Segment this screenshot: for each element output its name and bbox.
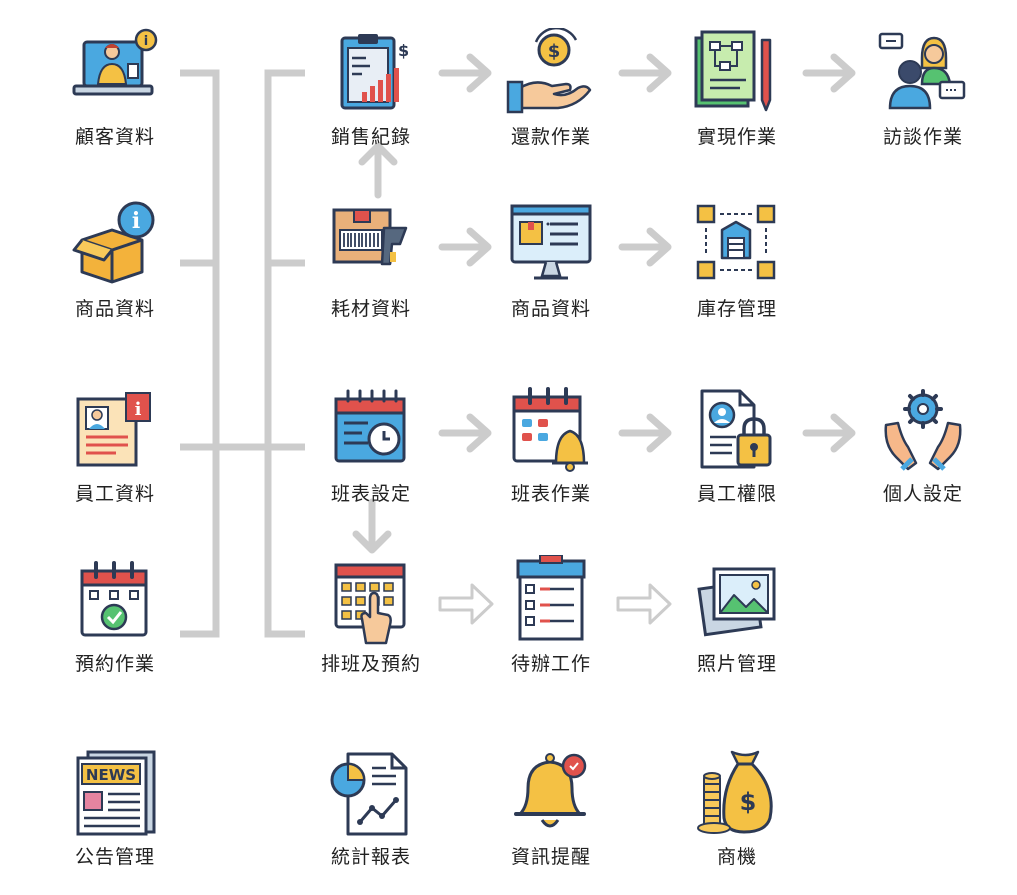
svg-text:NEWS: NEWS [86, 766, 136, 784]
svg-text:$: $ [398, 41, 409, 60]
node-interview[interactable]: 訪談作業 [858, 28, 988, 149]
todo-list-icon [516, 555, 586, 641]
svg-text:$: $ [548, 41, 561, 62]
monitor-product-icon [510, 204, 592, 280]
node-label: 庫存管理 [696, 298, 777, 320]
svg-text:i: i [144, 34, 148, 49]
interview-people-chat-icon [878, 32, 966, 110]
arrow-permission-personal [802, 413, 856, 453]
hands-gear-icon [884, 389, 962, 471]
right-bracket [264, 69, 305, 638]
arrow-realize-interview [802, 53, 856, 93]
arrow-supplies-sales [358, 142, 398, 199]
node-label: 排班及預約 [320, 653, 421, 675]
node-label: 班表作業 [510, 483, 591, 505]
arrow-refund-realize [618, 53, 672, 93]
calendar-touch-icon [334, 563, 406, 645]
node-supplies[interactable]: 耗材資料 [306, 200, 436, 321]
node-label: 照片管理 [696, 653, 777, 675]
svg-text:$: $ [740, 788, 757, 816]
node-todo[interactable]: 待辦工作 [486, 555, 616, 676]
node-sales[interactable]: $ 銷售紀錄 [306, 28, 436, 149]
bell-notification-icon [514, 753, 587, 828]
arrow-scheduling-todo [438, 583, 494, 625]
arrow-supplies-product [438, 227, 492, 267]
product-box-info-icon: i [72, 201, 155, 284]
node-label: 班表設定 [330, 483, 411, 505]
hand-coin-icon: $ [506, 28, 592, 114]
customer-laptop-icon: i [72, 28, 158, 96]
node-customer[interactable]: i 顧客資料 [50, 28, 180, 149]
barcode-scanner-box-icon [332, 208, 408, 266]
node-permission[interactable]: 員工權限 [672, 385, 802, 506]
employee-id-card-icon: i [76, 392, 151, 467]
arrow-sales-refund [438, 53, 492, 93]
node-label: 銷售紀錄 [330, 126, 411, 148]
arrow-shiftset-shiftwork [438, 413, 492, 453]
calendar-bell-icon [512, 387, 588, 472]
node-label: 個人設定 [882, 483, 963, 505]
calendar-check-icon [80, 561, 148, 637]
node-business[interactable]: $ 商機 [672, 748, 802, 869]
money-bag-coins-icon: $ [697, 750, 773, 834]
node-label: 訪談作業 [882, 126, 963, 148]
arrow-shiftwork-permission [618, 413, 672, 453]
node-label: 商品資料 [510, 298, 591, 320]
arrow-todo-photo [616, 583, 672, 625]
node-label: 待辦工作 [510, 653, 591, 675]
node-label: 資訊提醒 [510, 846, 591, 868]
node-personal[interactable]: 個人設定 [858, 385, 988, 506]
node-inventory[interactable]: 庫存管理 [672, 200, 802, 321]
node-shift-work[interactable]: 班表作業 [486, 385, 616, 506]
calendar-clock-icon [334, 389, 406, 463]
node-product-left[interactable]: i 商品資料 [50, 200, 180, 321]
node-label: 商品資料 [74, 298, 155, 320]
node-employee[interactable]: i 員工資料 [50, 385, 180, 506]
node-stats[interactable]: 統計報表 [306, 748, 436, 869]
inventory-boxes-icon [696, 204, 776, 280]
sales-clipboard-chart-icon: $ [340, 34, 409, 110]
document-lock-icon [700, 389, 772, 469]
node-label: 公告管理 [74, 846, 155, 868]
left-bracket [180, 69, 220, 638]
report-chart-icon [330, 752, 408, 836]
arrow-shiftset-scheduling [352, 498, 392, 554]
node-notify[interactable]: 資訊提醒 [486, 748, 616, 869]
node-label: 員工權限 [696, 483, 777, 505]
node-label: 耗材資料 [330, 298, 411, 320]
node-label: 統計報表 [330, 846, 411, 868]
node-news[interactable]: NEWS 公告管理 [50, 748, 180, 869]
node-label: 員工資料 [74, 483, 155, 505]
node-photo[interactable]: 照片管理 [672, 555, 802, 676]
node-booking[interactable]: 預約作業 [50, 555, 180, 676]
node-label: 顧客資料 [74, 126, 155, 148]
document-flowchart-pen-icon [694, 30, 772, 112]
node-label: 商機 [716, 846, 757, 868]
node-realize[interactable]: 實現作業 [672, 28, 802, 149]
node-label: 實現作業 [696, 126, 777, 148]
node-shift-setting[interactable]: 班表設定 [306, 385, 436, 506]
node-label: 還款作業 [510, 126, 591, 148]
node-label: 預約作業 [74, 653, 155, 675]
photo-gallery-icon [697, 567, 776, 637]
svg-text:i: i [132, 208, 140, 234]
arrow-product-inventory [618, 227, 672, 267]
newspaper-icon: NEWS [76, 750, 156, 836]
node-refund[interactable]: $ 還款作業 [486, 28, 616, 149]
svg-text:i: i [135, 399, 142, 420]
node-scheduling[interactable]: 排班及預約 [306, 555, 436, 676]
node-product-mid[interactable]: 商品資料 [486, 200, 616, 321]
